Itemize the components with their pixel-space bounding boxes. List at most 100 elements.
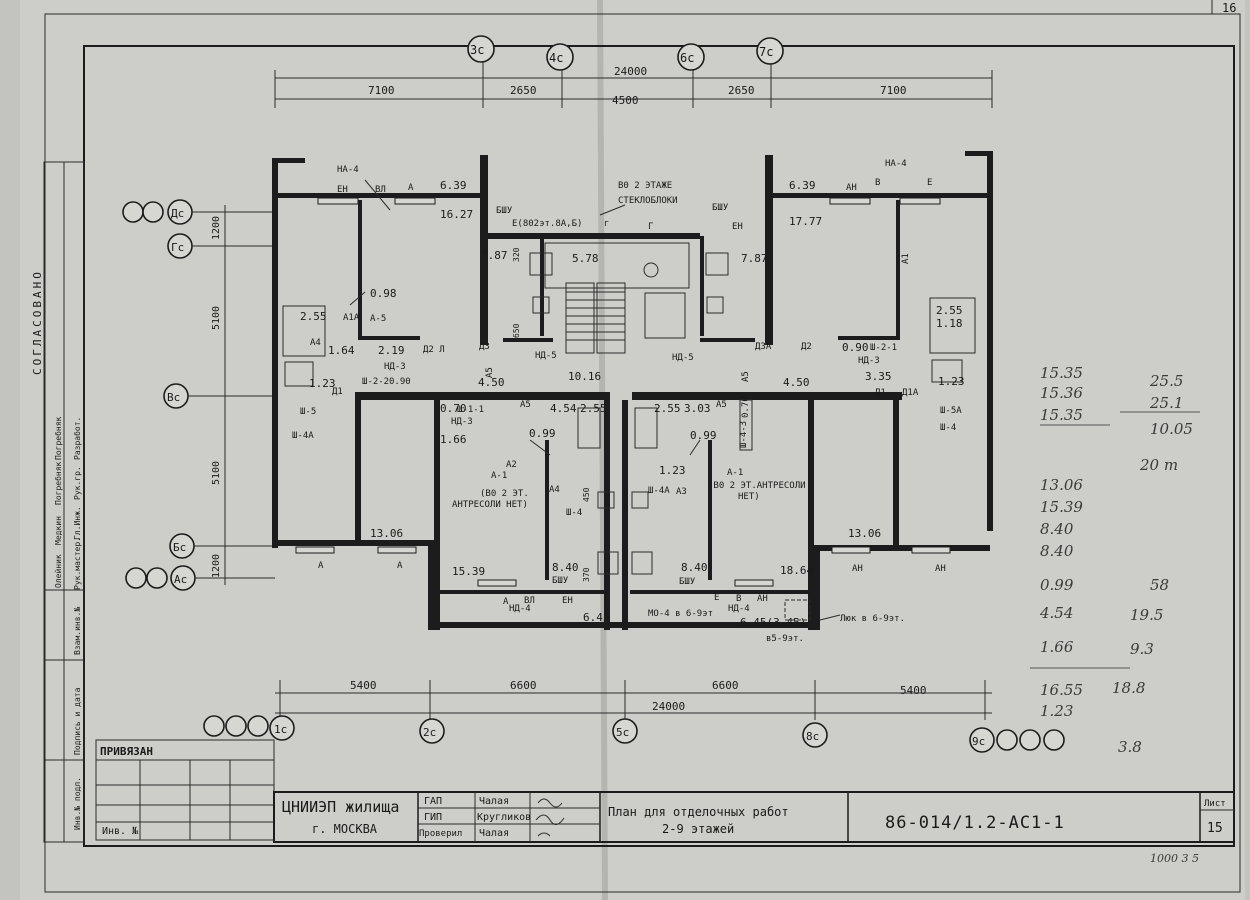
dim-left-1: 1200 [211,216,222,240]
paper-sheet [20,0,1245,900]
label-a1-center-left: А-1 [491,471,507,481]
area-13-06-right: 13.06 [848,527,881,540]
label-k650: 650 [512,323,521,338]
signatures [535,798,565,837]
label-a3: А3 [676,487,687,497]
dim-left-2: 5100 [211,306,222,330]
label-g2: Г [648,222,653,232]
label-vl-left: ВЛ [375,185,386,195]
label-a5-3: А5 [520,400,531,410]
side-name-4: Погребняк [53,416,63,460]
label-nd4-bottom-right: НД-4 [728,604,750,614]
axis-bottom-8c: 8с [806,730,819,743]
label-mo4: МО-4 в 6-9эт [648,609,713,619]
hw-bottom-right: 1000 3 5 [1150,852,1199,865]
label-bshu-right: БШУ [712,203,729,213]
label-a1a: А1А [343,313,360,323]
label-en-bottom: ЕН [562,596,573,606]
side-soglasovano: СОГЛАСОВАНО [31,269,44,375]
label-d1a: Д1А [902,388,919,398]
area-0-70: 0.70 [440,402,467,415]
page-corner-number: 16 [1222,1,1236,15]
hw-7: 8.40 [1040,542,1074,560]
side-podpis-data: Подпись и дата [73,687,82,755]
hw-15: 10.05 [1150,420,1193,438]
label-nd3-center: НД-3 [451,417,473,427]
label-sh22: Ш-2-2 [362,377,389,387]
hw-2: 15.36 [1040,384,1083,402]
area-3-03: 3.03 [684,402,711,415]
dim-top-4: 2650 [728,84,755,97]
side-vzam-inv: Взам.инв.№ [73,607,82,655]
label-a4: А4 [310,338,321,348]
area-0-90-right: 0.90 [842,341,869,354]
area-13-06-left: 13.06 [370,527,403,540]
area-4-50-right: 4.50 [783,376,810,389]
label-antresol-right-1: (В0 2 ЭТ.АНТРЕСОЛИ [708,481,806,491]
label-sh4-right: Ш-4 [940,423,956,433]
hw-1: 15.35 [1040,364,1083,382]
area-2-19: 2.19 [378,344,405,357]
label-e-right: Е [927,178,932,188]
label-antresol-right-2: НЕТ) [738,492,760,502]
drawing-code: 86-014/1.2-АС1-1 [885,813,1065,833]
label-a5-2: А5 [741,371,751,382]
label-sh4a-center: Ш-4А [648,486,670,496]
label-sh5: Ш-5 [300,407,316,417]
label-a1-center-right: А-1 [727,468,743,478]
hw-13: 25.5 [1149,372,1183,390]
label-v5-9et: в5-9эт. [766,634,804,644]
label-a4-center: А4 [549,485,560,495]
side-role-1: Рук.мастер. [73,537,82,590]
label-vo-2-etazhe: В0 2 ЭТАЖЕ [618,181,672,191]
windows [295,197,951,587]
hw-21: 3.8 [1118,738,1142,756]
area-0-99-right: 0.99 [690,429,717,442]
label-bshu-left: БШУ [496,206,513,216]
hw-9: 4.54 [1039,604,1073,622]
label-nd4-bottom-left: НД-4 [509,604,531,614]
area-6-45-3-45: 6.45(3.45) [740,616,806,629]
side-role-3: Рук.гр. [73,466,82,500]
label-bshu-bottom-right: БШУ [679,577,696,587]
axis-top-6c: 6с [680,51,694,65]
area-0-99-left: 0.99 [529,427,556,440]
hw-14: 25.1 [1149,394,1183,412]
label-d1-right: Д1 [875,388,886,398]
name-chalaya-1: Чалая [479,796,509,807]
sheet-title-2: 2-9 этажей [662,822,734,836]
axis-left-V: Вс [167,391,180,404]
name-kruglikov: Кругликов [477,812,531,823]
side-role-4: Разработ. [72,417,82,460]
hw-20: 18.8 [1112,679,1145,697]
dim-top-5: 7100 [880,84,907,97]
label-d2l: Д2 Л [423,345,445,355]
sheet-label: Лист [1204,799,1226,809]
dim-left-4: 1200 [211,554,222,578]
label-nd5-left: НД-5 [535,351,557,361]
label-e-bottom: Е [714,593,719,603]
label-sh4a-left: Ш-4А [292,431,314,441]
hw-12: 1.23 [1040,702,1073,720]
axis-left-D: Дс [171,207,184,220]
label-nd5-right: НД-5 [672,353,694,363]
label-g1: г [604,219,609,229]
hw-19: 9.3 [1130,640,1154,658]
dim-bottom-1: 5400 [350,679,377,692]
label-a5-4: А5 [716,400,727,410]
label-en-left: ЕН [337,185,348,195]
area-2-55-right: 2.55 [936,304,963,317]
label-sh43: Ш-4-3 [739,421,749,448]
hw-11: 16.55 [1040,681,1083,699]
area-4-54: 4.54 [550,402,577,415]
side-name-1: Олейник [54,554,63,588]
walls [272,151,993,630]
org-city: г. МОСКВА [312,822,378,836]
label-nd3-right: НД-3 [858,356,880,366]
label-a1-vert: А1 [901,253,911,264]
area-7-87-right: 7.87 [741,252,768,265]
left-axis-markers: Дс Гс Вс Бс Ас 1200 5100 5100 1200 [122,199,275,591]
axis-bottom-5c: 5с [616,726,629,739]
label-a-bottom-2: А [397,561,403,571]
